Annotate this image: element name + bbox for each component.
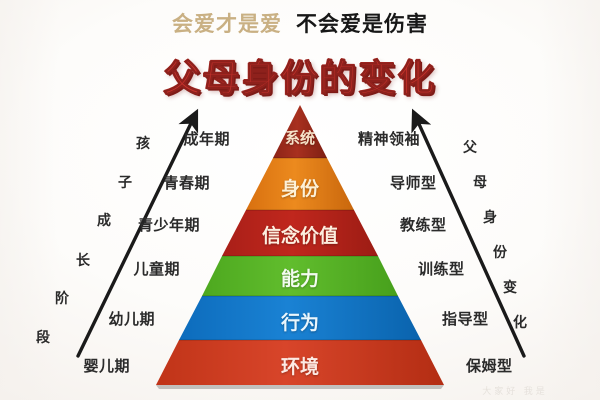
pyramid-level-system <box>273 105 327 158</box>
page-title: 父母身份的变化 <box>163 58 437 100</box>
role-label-coach: 教练型 <box>400 217 447 234</box>
pyramid-level-identity <box>246 158 354 210</box>
right-axis-char-1: 母 <box>473 174 487 190</box>
left-axis-char-2: 成 <box>97 212 111 228</box>
pyramid-level-capability <box>202 256 398 296</box>
tagline-black-text: 不会爱是伤害 <box>296 13 428 36</box>
left-growth-arrow <box>76 108 199 358</box>
left-axis-char-3: 长 <box>76 252 90 268</box>
role-label-nanny: 保姆型 <box>466 358 513 375</box>
stage-label-adulthood: 成年期 <box>183 131 230 148</box>
left-axis-char-4: 阶 <box>55 290 69 306</box>
role-label-mentor: 导师型 <box>390 175 437 192</box>
stage-label-teen: 青少年期 <box>137 217 200 234</box>
left-axis-char-1: 子 <box>118 174 132 190</box>
right-axis-char-0: 父 <box>463 139 477 155</box>
left-axis-char-5: 段 <box>36 329 50 345</box>
left-axis-char-0: 孩 <box>136 135 150 151</box>
right-axis-char-2: 身 <box>483 209 497 225</box>
stage-label-adolescence: 青春期 <box>163 175 210 192</box>
tagline-gold-text: 会爱才是爱 <box>172 13 282 36</box>
pyramid-level-behavior <box>179 296 421 340</box>
role-label-guide: 指导型 <box>442 311 489 328</box>
pyramid-level-environment <box>156 340 444 385</box>
right-axis-char-5: 化 <box>513 314 527 330</box>
right-axis-char-4: 变 <box>503 279 517 295</box>
pyramid-level-belief <box>222 210 378 256</box>
right-axis-char-3: 份 <box>493 244 507 260</box>
stage-label-toddler: 幼儿期 <box>108 311 155 328</box>
role-label-spiritual-leader: 精神领袖 <box>358 131 421 148</box>
role-label-trainer: 训练型 <box>418 261 465 278</box>
tagline-row: 会爱才是爱不会爱是伤害 <box>0 8 600 38</box>
watermark: 大家好 我是 <box>482 386 548 396</box>
stage-label-infant: 婴儿期 <box>83 358 130 375</box>
stage-label-childhood: 儿童期 <box>133 261 180 278</box>
right-change-arrow <box>411 108 526 358</box>
